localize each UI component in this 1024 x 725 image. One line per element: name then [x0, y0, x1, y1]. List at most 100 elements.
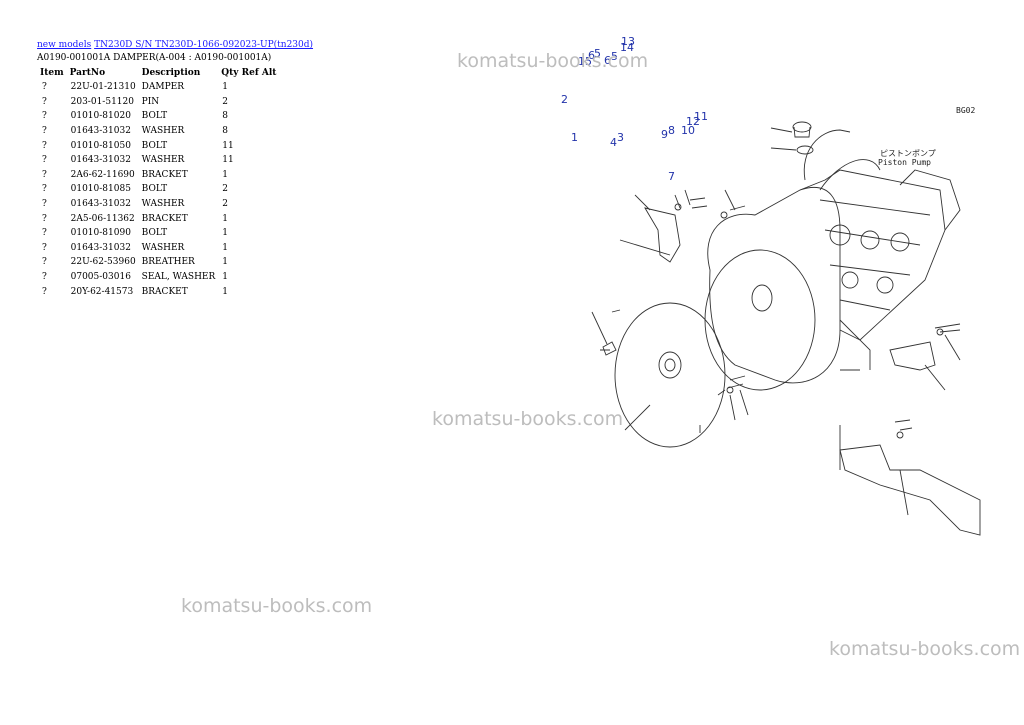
cell-part: 2A6-62-11690 [70, 169, 135, 180]
breadcrumb-link-new-models[interactable]: new models [37, 40, 92, 50]
cell-desc: WASHER [141, 126, 185, 137]
bracket-right [889, 341, 936, 371]
breadcrumb: new models TN230D S/N TN230D-1066-092023… [37, 40, 313, 50]
cell-desc: BOLT [141, 228, 168, 239]
cell-part: 20Y-62-41573 [70, 286, 134, 297]
callout-3[interactable]: 3 [617, 131, 624, 144]
cell-item: ? [42, 242, 47, 253]
cell-part: 203-01-51120 [70, 96, 134, 107]
callout-15[interactable]: 15 [578, 55, 592, 68]
cell-item: ? [42, 111, 47, 122]
callout-14[interactable]: 14 [620, 41, 634, 54]
table-row: ? 01643-31032 WASHER 8 [37, 124, 279, 139]
table-header-row: Item PartNo Description Qty Ref Alt [37, 66, 279, 80]
table-row: ? 01643-31032 WASHER 11 [37, 153, 279, 168]
cell-desc: BRACKET [141, 169, 188, 180]
cell-part: 22U-01-21310 [70, 82, 136, 93]
cell-desc: DAMPER [141, 82, 185, 93]
watermark-top: komatsu-books.com [457, 50, 649, 72]
cell-item: ? [42, 140, 47, 151]
hose [803, 129, 851, 181]
callout-9[interactable]: 9 [661, 128, 668, 141]
pump-flange-face [704, 249, 816, 391]
watermark-middle: komatsu-books.com [432, 408, 624, 430]
cell-desc: PIN [141, 96, 160, 107]
callout-13[interactable]: 13 [621, 35, 635, 48]
pin [602, 341, 617, 356]
callout-5b[interactable]: 5 [611, 50, 618, 63]
pump-body-outline [799, 169, 946, 341]
cell-item: ? [42, 155, 47, 166]
cell-desc: BRACKET [141, 286, 188, 297]
cell-item: ? [42, 257, 47, 268]
header-item: Item [40, 68, 64, 78]
table-row: ? 01643-31032 WASHER 1 [37, 241, 279, 256]
callout-12[interactable]: 12 [686, 115, 700, 128]
cell-qty: 1 [222, 272, 229, 283]
cell-desc: BREATHER [141, 257, 195, 268]
cell-item: ? [42, 82, 47, 93]
cell-desc: BOLT [141, 111, 168, 122]
cell-item: ? [42, 228, 47, 239]
callout-2[interactable]: 2 [561, 93, 568, 106]
callout-10[interactable]: 10 [681, 124, 695, 137]
table-row: ? 203-01-51120 PIN 2 [37, 95, 279, 110]
bracket-long [839, 444, 981, 536]
callout-7[interactable]: 7 [668, 170, 675, 183]
cell-desc: WASHER [141, 155, 185, 166]
cell-item: ? [42, 199, 47, 210]
breather [792, 121, 812, 133]
callout-1[interactable]: 1 [571, 131, 578, 144]
bracket-left [644, 207, 681, 263]
cell-qty: 2 [222, 96, 229, 107]
breadcrumb-link-model[interactable]: TN230D S/N TN230D-1066-092023-UP(tn230d) [94, 40, 314, 50]
cell-part: 07005-03016 [70, 272, 131, 283]
cell-qty: 1 [222, 257, 229, 268]
cell-item: ? [42, 96, 47, 107]
cell-desc: WASHER [141, 242, 185, 253]
cell-qty: 1 [222, 228, 229, 239]
cell-part: 01010-81085 [70, 184, 131, 195]
watermark-bottom-left: komatsu-books.com [181, 595, 373, 617]
cell-item: ? [42, 126, 47, 137]
table-row: ? 01010-81020 BOLT 8 [37, 109, 279, 124]
cell-part: 01643-31032 [70, 199, 131, 210]
header-description: Description [141, 68, 201, 78]
cell-qty: 11 [222, 140, 234, 151]
seal-washer [796, 145, 814, 155]
cell-item: ? [42, 286, 47, 297]
parts-table: Item PartNo Description Qty Ref Alt ? 22U… [37, 66, 279, 299]
callout-6b[interactable]: 6 [604, 54, 611, 67]
cell-qty: 8 [222, 111, 229, 122]
cell-qty: 1 [222, 242, 229, 253]
cell-part: 01010-81020 [70, 111, 131, 122]
cell-part: 2A5-06-11362 [70, 213, 135, 224]
cell-part: 01643-31032 [70, 242, 131, 253]
callout-11[interactable]: 11 [694, 110, 708, 123]
cell-qty: 11 [222, 155, 234, 166]
cell-qty: 1 [222, 82, 229, 93]
callout-5a[interactable]: 5 [594, 47, 601, 60]
cell-part: 01010-81050 [70, 140, 131, 151]
callout-8[interactable]: 8 [668, 124, 675, 137]
cell-part: 01643-31032 [70, 126, 131, 137]
callout-6a[interactable]: 6 [588, 49, 595, 62]
cell-part: 01643-31032 [70, 155, 131, 166]
header-qty: Qty Ref Alt [221, 68, 277, 78]
parts-diagram [591, 121, 981, 536]
cell-qty: 8 [222, 126, 229, 137]
watermark-bottom-right: komatsu-books.com [829, 638, 1021, 660]
damper-disc [614, 302, 726, 448]
callout-4[interactable]: 4 [610, 136, 617, 149]
cell-item: ? [42, 213, 47, 224]
header-partno: PartNo [69, 68, 106, 78]
